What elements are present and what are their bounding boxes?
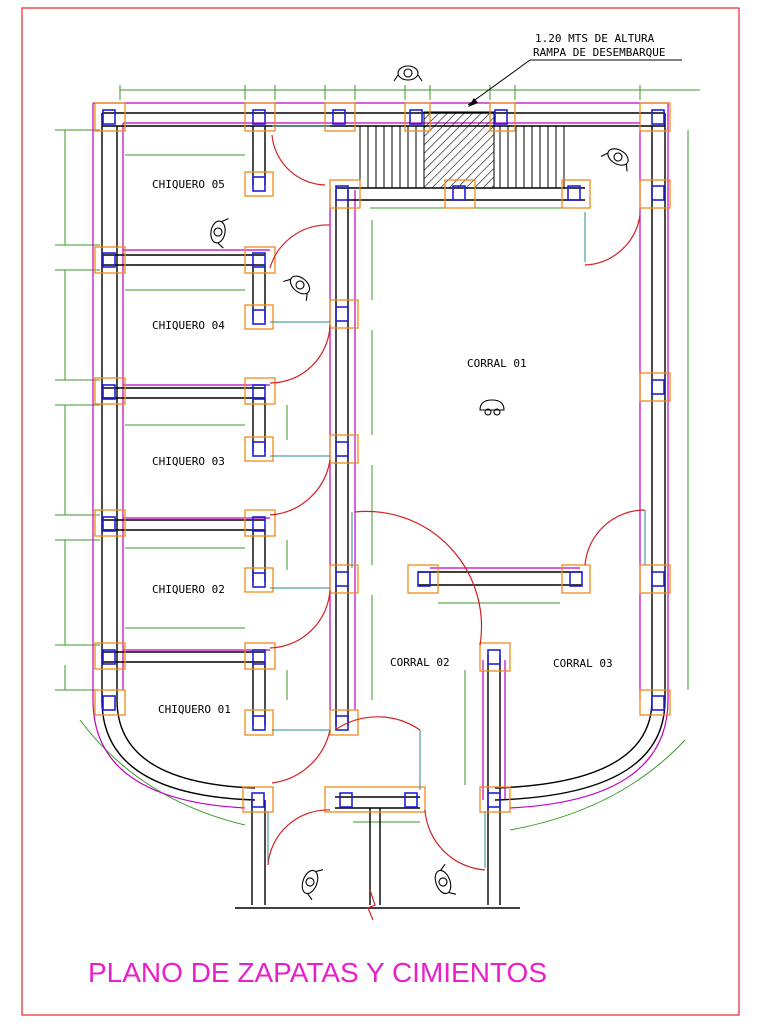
- pig-symbol-corral-01: [479, 399, 505, 416]
- ramp-label: RAMPA DE DESEMBARQUE: [533, 46, 665, 59]
- room-label-chiquero-01: CHIQUERO 01: [158, 703, 231, 716]
- person-symbol-ramp: [600, 148, 629, 172]
- person-symbol-entrance-left: [301, 869, 324, 901]
- plan-title: PLANO DE ZAPATAS Y CIMIENTOS: [88, 957, 547, 988]
- ramp-leader: [467, 59, 682, 106]
- ramp-height-note: 1.20 MTS DE ALTURA: [535, 32, 655, 45]
- room-label-chiquero-05: CHIQUERO 05: [152, 178, 225, 191]
- footings: [94, 102, 671, 813]
- livestock-symbols: [210, 65, 629, 901]
- room-label-chiquero-03: CHIQUERO 03: [152, 455, 225, 468]
- room-label-chiquero-02: CHIQUERO 02: [152, 583, 225, 596]
- person-symbol-entrance-right: [434, 863, 457, 895]
- wall-lines: [101, 112, 666, 909]
- sheet-frame: [21, 7, 740, 1016]
- foundation-outline: [92, 102, 669, 809]
- person-symbol-chiquero-05: [210, 218, 229, 249]
- person-symbol-top: [393, 65, 423, 82]
- ramp-steps: [359, 126, 565, 188]
- room-label-corral-02: CORRAL 02: [390, 656, 450, 669]
- columns: [102, 109, 665, 808]
- room-label-corral-01: CORRAL 01: [467, 357, 527, 370]
- door-swings: [267, 134, 646, 921]
- door-leaves: [267, 125, 646, 868]
- person-symbol-chiquero-04: [283, 275, 311, 301]
- room-label-chiquero-04: CHIQUERO 04: [152, 319, 225, 332]
- room-label-corral-03: CORRAL 03: [553, 657, 613, 670]
- leader-arrowhead: [468, 98, 478, 107]
- ramp-hatch: [423, 111, 495, 189]
